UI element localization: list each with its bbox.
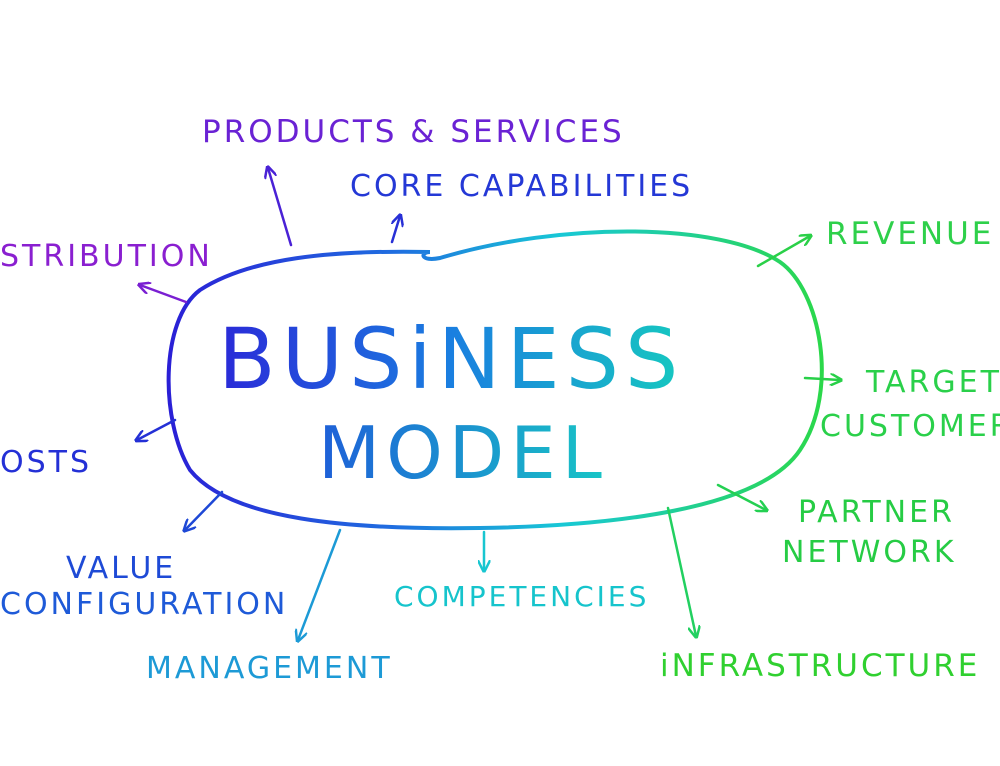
arrow-management bbox=[298, 528, 342, 640]
label-management: MANAGEMENT bbox=[146, 651, 393, 686]
arrow-infrastructure bbox=[666, 506, 696, 636]
arrow-products bbox=[268, 168, 293, 247]
label-value-line2: CONFIGURATION bbox=[0, 587, 288, 622]
label-target-line2: CUSTOMER bbox=[820, 409, 1000, 444]
label-revenue: REVENUE bbox=[826, 216, 994, 252]
label-products-services: PRODUCTS & SERVICES bbox=[202, 114, 625, 150]
label-partner-line1: PARTNER bbox=[798, 495, 955, 530]
label-costs: OSTS bbox=[0, 445, 92, 480]
label-competencies: COMPETENCIES bbox=[394, 580, 649, 613]
arrow-distribution bbox=[140, 285, 188, 304]
arrow-target bbox=[803, 378, 840, 380]
label-distribution: STRIBUTION bbox=[0, 239, 213, 274]
label-target-line1: TARGET bbox=[865, 365, 1000, 400]
label-core-capabilities: CORE CAPABILITIES bbox=[350, 169, 693, 204]
center-title-line2: MODEL bbox=[318, 411, 608, 495]
arrow-partner bbox=[716, 483, 766, 510]
arrow-costs bbox=[137, 418, 177, 440]
label-value-line1: VALUE bbox=[66, 551, 176, 586]
arrow-revenue bbox=[756, 236, 810, 268]
arrow-value bbox=[185, 490, 224, 530]
arrow-core bbox=[390, 216, 400, 244]
central-ellipse bbox=[166, 229, 824, 531]
center-title-line1: BUSiNESS bbox=[218, 310, 684, 408]
label-infrastructure: iNFRASTRUCTURE bbox=[660, 648, 980, 684]
label-partner-line2: NETWORK bbox=[782, 535, 957, 570]
